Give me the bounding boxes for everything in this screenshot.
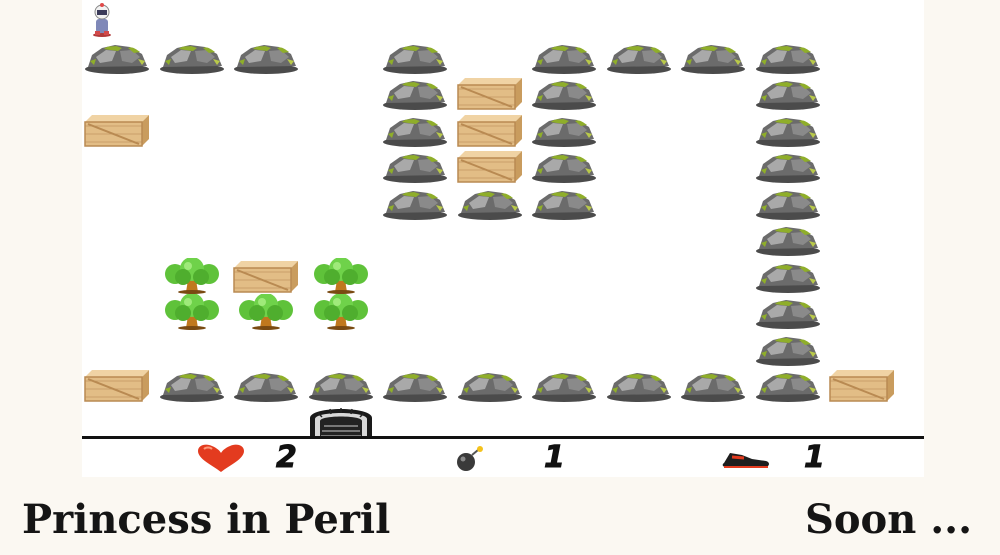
rock-tile [157, 39, 227, 75]
bomb-icon [450, 445, 490, 477]
rock-tile [753, 221, 823, 257]
rock-tile [604, 39, 674, 75]
crate-tile [82, 367, 152, 403]
heart-icon [190, 443, 252, 477]
speed-count: 1 [804, 440, 826, 476]
crate-tile [455, 75, 525, 111]
rock-tile [678, 367, 748, 403]
hud-divider [82, 436, 924, 439]
rock-tile [753, 39, 823, 75]
rock-tile [678, 39, 748, 75]
rock-tile [753, 294, 823, 330]
rock-tile [604, 367, 674, 403]
rock-tile [157, 367, 227, 403]
rock-tile [753, 75, 823, 111]
rock-tile [306, 367, 376, 403]
crate-tile [82, 112, 152, 148]
rock-tile [380, 112, 450, 148]
rock-tile [753, 112, 823, 148]
rock-tile [529, 185, 599, 221]
crate-tile [455, 148, 525, 184]
rock-tile [529, 148, 599, 184]
door-tile [306, 402, 376, 442]
crate-tile [827, 367, 897, 403]
player-sprite [82, 2, 152, 38]
crate-tile [231, 258, 301, 294]
tree-tile [157, 294, 227, 330]
tree-tile [157, 257, 227, 294]
bombs-count: 1 [544, 440, 566, 476]
rock-tile [380, 148, 450, 184]
rock-tile [455, 367, 525, 403]
rock-tile [380, 367, 450, 403]
rock-tile [753, 331, 823, 367]
tree-tile [231, 294, 301, 330]
crate-tile [455, 112, 525, 148]
status-bar: 2 1 1 [82, 439, 924, 477]
rock-tile [82, 39, 152, 75]
rock-tile [380, 39, 450, 75]
rock-tile [231, 39, 301, 75]
rock-tile [753, 258, 823, 294]
game-board[interactable] [82, 0, 924, 440]
rock-tile [231, 367, 301, 403]
tree-tile [306, 257, 376, 294]
rock-tile [753, 367, 823, 403]
rock-tile [529, 39, 599, 75]
rock-tile [753, 185, 823, 221]
shoe-icon [718, 445, 774, 475]
rock-tile [529, 75, 599, 111]
tree-tile [306, 294, 376, 330]
rock-tile [753, 148, 823, 184]
rock-tile [380, 185, 450, 221]
page-title: Princess in Peril [22, 496, 391, 543]
rock-tile [380, 75, 450, 111]
rock-tile [529, 112, 599, 148]
rock-tile [455, 185, 525, 221]
lives-count: 2 [276, 440, 298, 476]
status-text: Soon ... [804, 496, 972, 543]
rock-tile [529, 367, 599, 403]
